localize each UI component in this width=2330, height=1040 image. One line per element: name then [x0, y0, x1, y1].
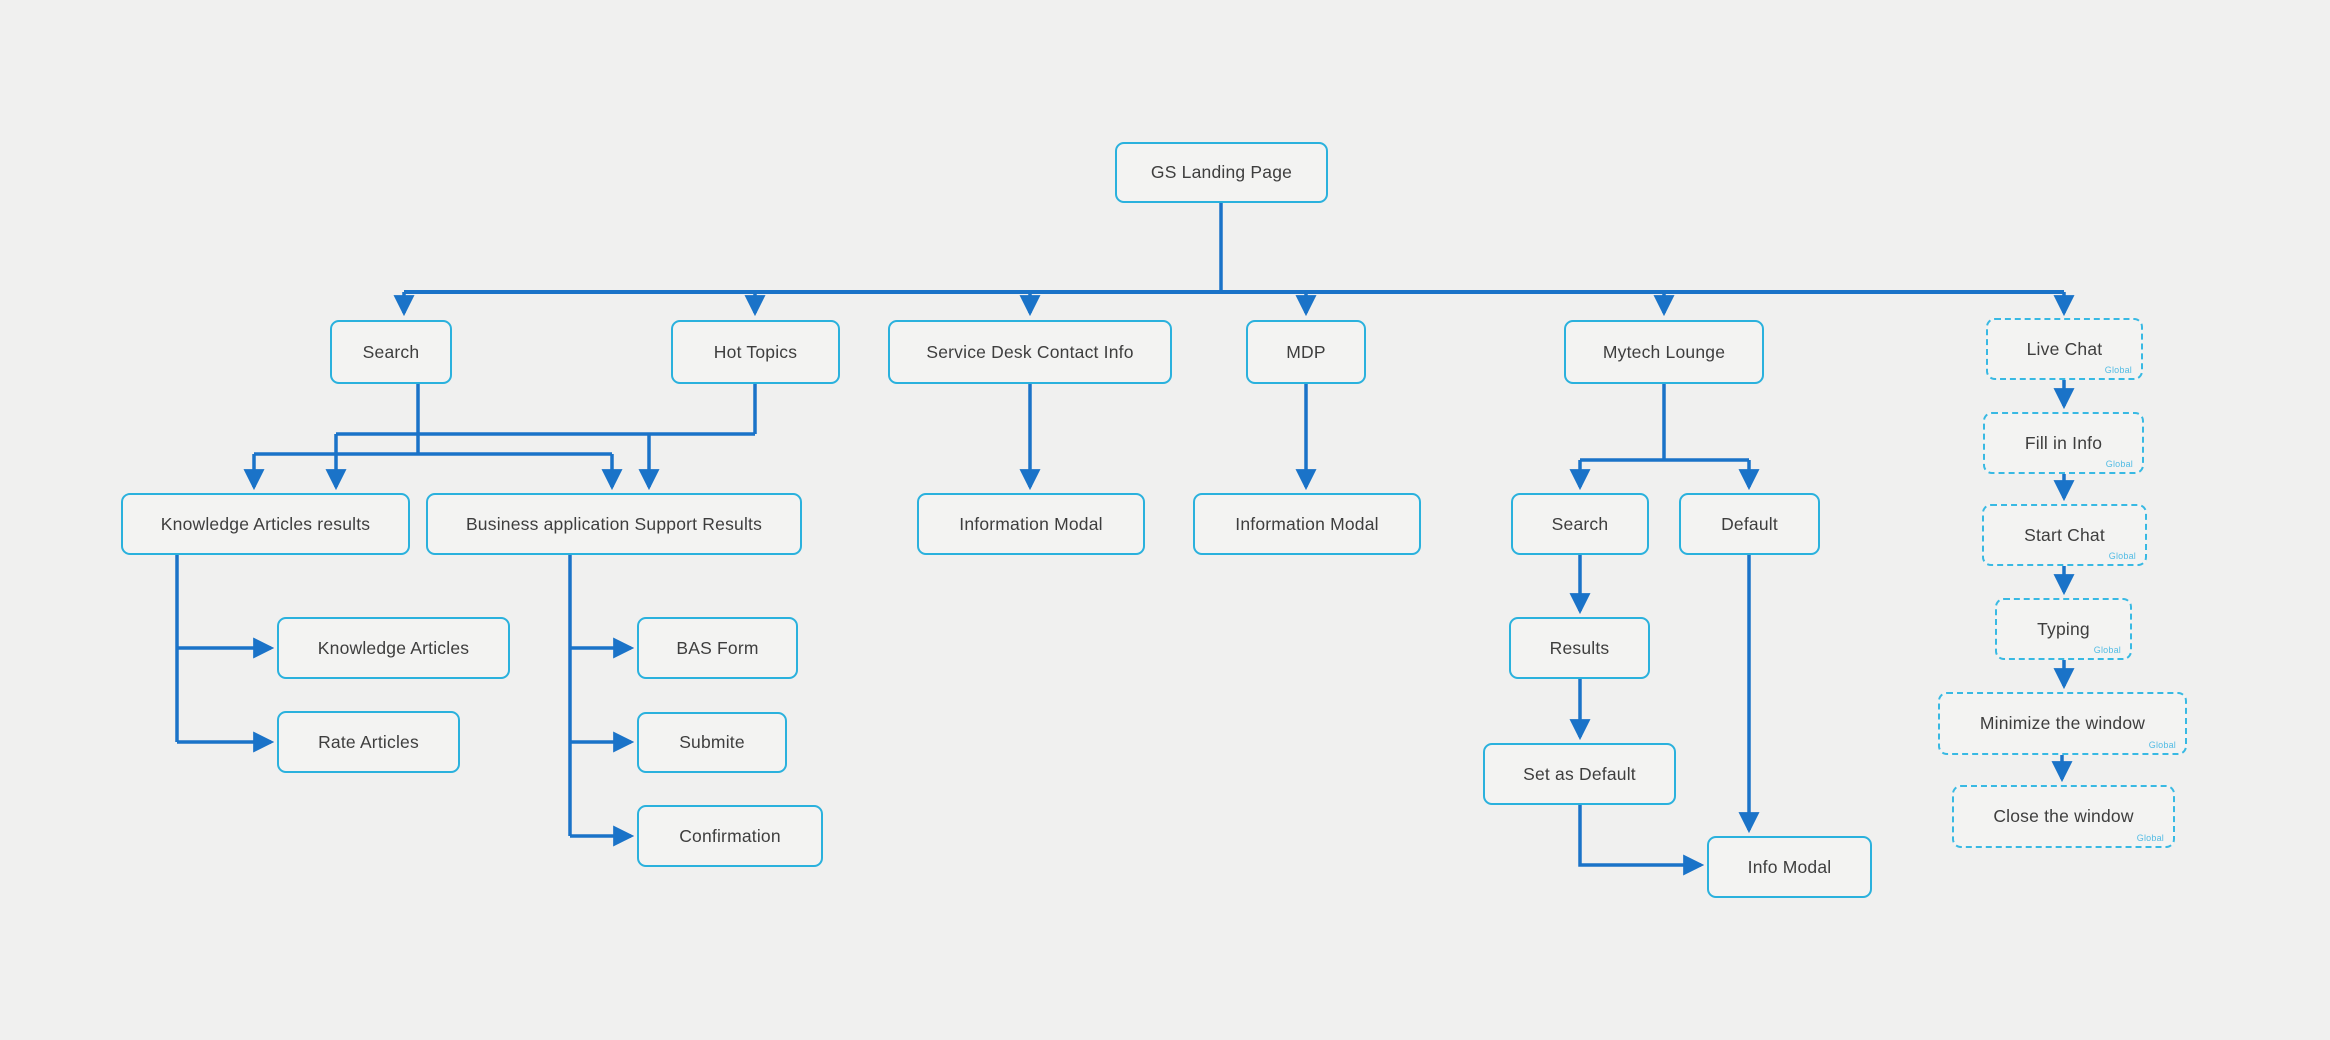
node-label: Minimize the window: [1979, 713, 2146, 733]
node-live-chat[interactable]: Live Chat Global: [1986, 318, 2143, 380]
node-label: Close the window: [1993, 806, 2134, 826]
node-knowledge-articles-results[interactable]: Knowledge Articles results: [121, 493, 410, 555]
node-minimize-the-window[interactable]: Minimize the window Global: [1938, 692, 2187, 755]
node-label: Knowledge Articles: [317, 637, 470, 658]
node-label: Confirmation: [679, 825, 781, 846]
node-label: Set as Default: [1523, 763, 1636, 784]
node-information-modal-mdp[interactable]: Information Modal: [1193, 493, 1421, 555]
node-mdp[interactable]: MDP: [1246, 320, 1366, 384]
connector-set-default-to-info-modal: [1578, 805, 1705, 876]
node-label: MDP: [1286, 341, 1326, 362]
node-label: Information Modal: [1235, 513, 1379, 534]
node-search-main[interactable]: Search: [330, 320, 452, 384]
global-badge: Global: [2105, 459, 2133, 469]
node-label: GS Landing Page: [1150, 162, 1293, 182]
node-start-chat[interactable]: Start Chat Global: [1982, 504, 2147, 566]
node-label: Search: [1551, 513, 1609, 534]
node-label: Live Chat: [2026, 338, 2103, 359]
global-badge: Global: [2104, 365, 2132, 375]
node-typing[interactable]: Typing Global: [1995, 598, 2132, 660]
node-bas-form[interactable]: BAS Form: [637, 617, 798, 679]
node-label: Info Modal: [1747, 856, 1832, 877]
node-label: Submite: [679, 732, 745, 752]
global-badge: Global: [2093, 645, 2121, 655]
global-badge: Global: [2108, 551, 2136, 561]
node-label: Typing: [2037, 618, 2090, 639]
node-hot-topics[interactable]: Hot Topics: [671, 320, 840, 384]
node-close-the-window[interactable]: Close the window Global: [1952, 785, 2175, 848]
node-label: Start Chat: [2024, 524, 2105, 545]
node-label: Default: [1721, 513, 1778, 534]
node-label: BAS Form: [676, 637, 759, 658]
node-service-desk-contact-info[interactable]: Service Desk Contact Info: [888, 320, 1172, 384]
node-fill-in-info[interactable]: Fill in Info Global: [1983, 412, 2144, 474]
node-label: Rate Articles: [318, 731, 419, 752]
node-label: Information Modal: [959, 513, 1103, 534]
node-information-modal-service-desk[interactable]: Information Modal: [917, 493, 1145, 555]
node-knowledge-articles[interactable]: Knowledge Articles: [277, 617, 510, 679]
node-business-application-support-results[interactable]: Business application Support Results: [426, 493, 802, 555]
node-label: Mytech Lounge: [1602, 341, 1726, 362]
node-label: Results: [1549, 637, 1610, 658]
node-default-mytech[interactable]: Default: [1679, 493, 1820, 555]
node-label: Knowledge Articles results: [160, 513, 371, 534]
node-label: Search: [362, 341, 420, 362]
node-search-mytech[interactable]: Search: [1511, 493, 1649, 555]
global-badge: Global: [2148, 740, 2176, 750]
node-gs-landing-page[interactable]: GS Landing Page: [1115, 142, 1328, 203]
node-results[interactable]: Results: [1509, 617, 1650, 679]
global-badge: Global: [2136, 833, 2164, 843]
node-mytech-lounge[interactable]: Mytech Lounge: [1564, 320, 1764, 384]
node-label: Service Desk Contact Info: [926, 341, 1134, 362]
node-label: Hot Topics: [713, 341, 798, 362]
node-label: Fill in Info: [2024, 432, 2103, 453]
node-label: Business application Support Results: [465, 513, 763, 534]
node-rate-articles[interactable]: Rate Articles: [277, 711, 460, 773]
node-set-as-default[interactable]: Set as Default: [1483, 743, 1676, 805]
node-confirmation[interactable]: Confirmation: [637, 805, 823, 867]
node-submite[interactable]: Submite: [637, 712, 787, 773]
node-info-modal-mytech[interactable]: Info Modal: [1707, 836, 1872, 898]
